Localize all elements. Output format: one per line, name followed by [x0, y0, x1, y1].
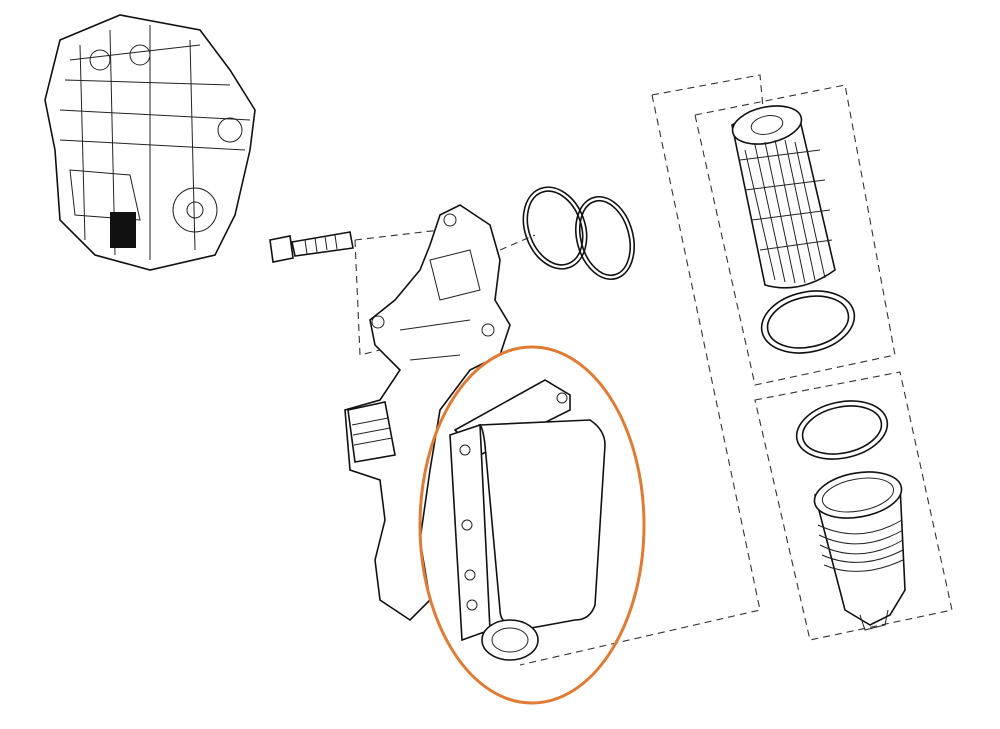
oil-filter-element [731, 105, 836, 289]
oil-filter-housing [344, 204, 511, 622]
housing-gaskets [522, 186, 635, 281]
bolt [269, 231, 354, 263]
engine-illustration [44, 14, 256, 271]
oil-filter-cap [813, 471, 906, 631]
oil-cooler [449, 379, 606, 661]
filter-o-ring [760, 290, 856, 354]
engine-highlight-block [110, 212, 136, 248]
cap-seal-ring [795, 400, 889, 460]
highlight-circle [418, 345, 646, 705]
